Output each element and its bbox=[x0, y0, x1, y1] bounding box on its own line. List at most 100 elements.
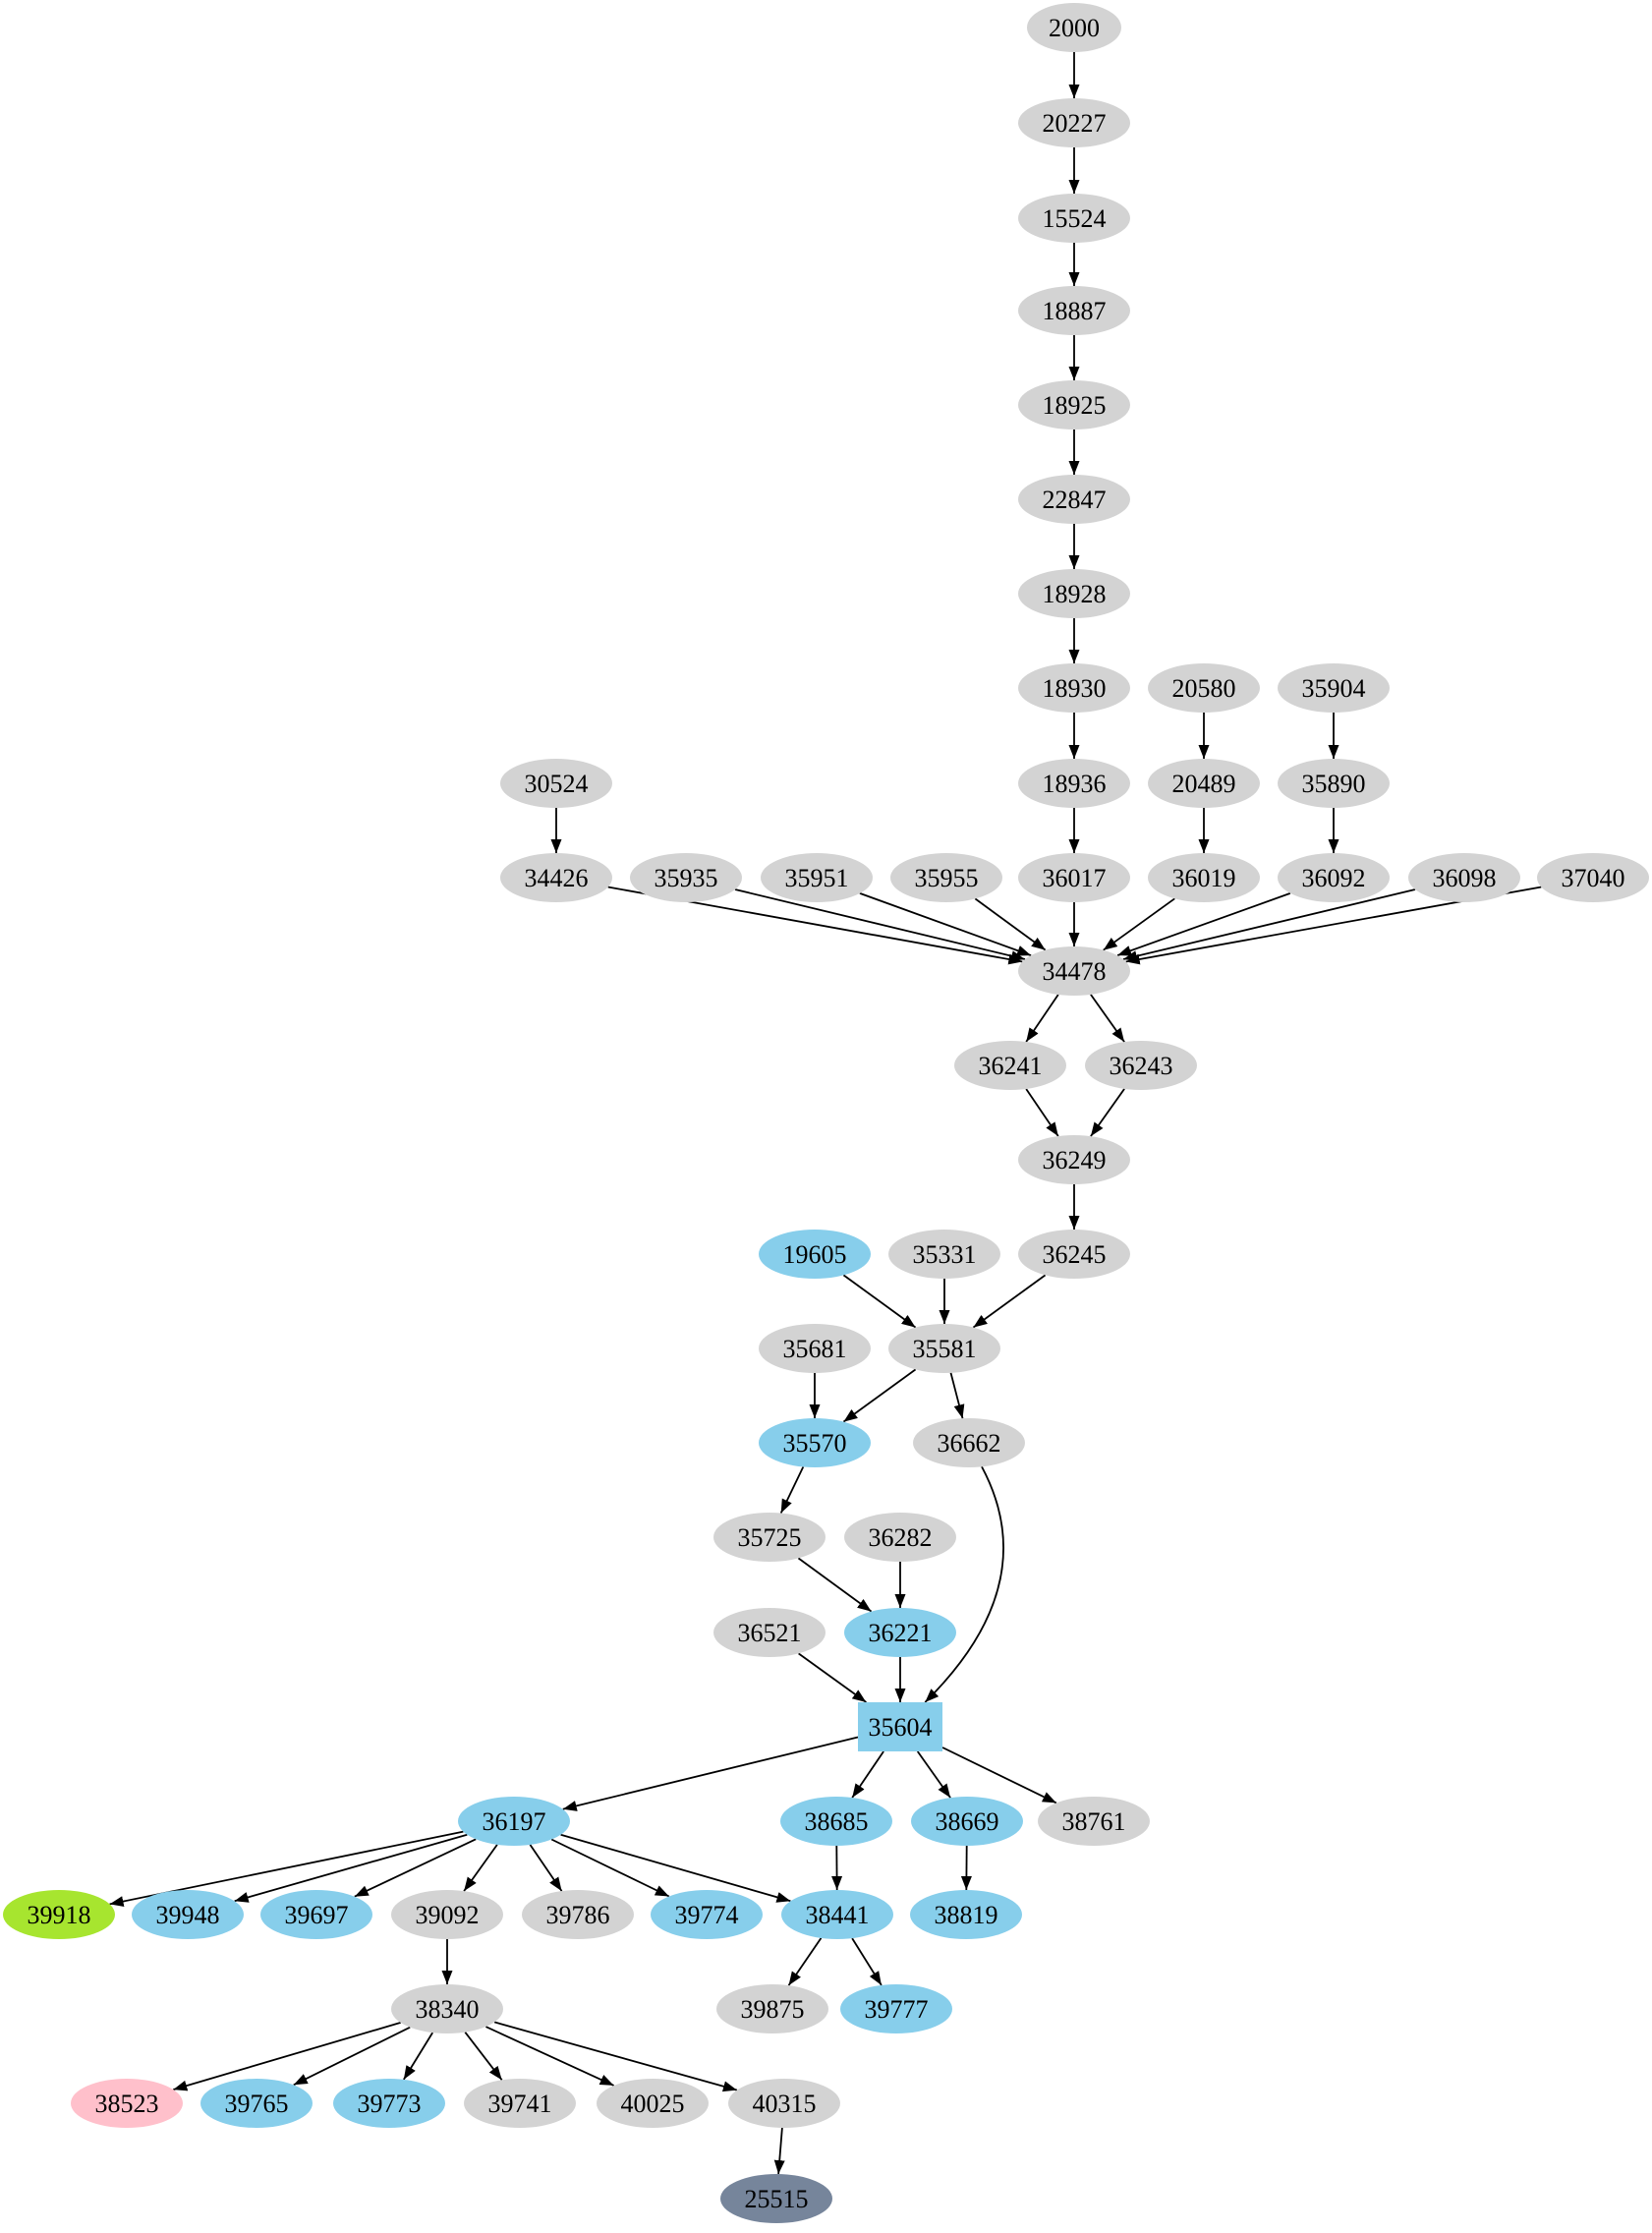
node-36521: 36521 bbox=[713, 1608, 826, 1657]
node-40315: 40315 bbox=[728, 2079, 840, 2128]
edge-36197-39697 bbox=[355, 1839, 476, 1896]
node-39765: 39765 bbox=[200, 2079, 313, 2128]
edge-36245-35581 bbox=[973, 1275, 1045, 1327]
node-label-2000: 2000 bbox=[1049, 14, 1100, 42]
edge-36092-34478 bbox=[1117, 893, 1290, 955]
node-39092: 39092 bbox=[391, 1890, 503, 1939]
edge-36197-39774 bbox=[551, 1840, 669, 1897]
node-36019: 36019 bbox=[1148, 853, 1260, 902]
node-35951: 35951 bbox=[761, 853, 873, 902]
node-label-36197: 36197 bbox=[483, 1807, 546, 1836]
node-36243: 36243 bbox=[1085, 1041, 1197, 1090]
edge-35604-36197 bbox=[563, 1738, 858, 1809]
node-label-38761: 38761 bbox=[1062, 1807, 1126, 1836]
edge-38340-38523 bbox=[173, 2023, 400, 2090]
edge-35581-35570 bbox=[843, 1369, 915, 1421]
node-19605: 19605 bbox=[759, 1230, 871, 1279]
node-label-35904: 35904 bbox=[1302, 674, 1366, 703]
node-18936: 18936 bbox=[1018, 759, 1130, 808]
node-35725: 35725 bbox=[713, 1513, 826, 1562]
node-label-36662: 36662 bbox=[938, 1429, 1001, 1458]
node-label-18930: 18930 bbox=[1043, 674, 1107, 703]
node-35935: 35935 bbox=[630, 853, 742, 902]
edge-35581-36662 bbox=[951, 1373, 963, 1418]
node-18928: 18928 bbox=[1018, 569, 1130, 618]
node-36662: 36662 bbox=[913, 1418, 1025, 1467]
edge-38340-39741 bbox=[465, 2033, 501, 2081]
node-39777: 39777 bbox=[840, 1984, 952, 2033]
node-20580: 20580 bbox=[1148, 663, 1260, 713]
node-30524: 30524 bbox=[500, 759, 612, 808]
node-25515: 25515 bbox=[720, 2174, 832, 2223]
node-18930: 18930 bbox=[1018, 663, 1130, 713]
node-label-40315: 40315 bbox=[753, 2090, 817, 2118]
edge-36521-35604 bbox=[799, 1653, 867, 1702]
edge-36197-39092 bbox=[464, 1845, 497, 1891]
edge-38340-40025 bbox=[485, 2027, 613, 2086]
node-36221: 36221 bbox=[844, 1608, 956, 1657]
edge-36019-34478 bbox=[1104, 898, 1175, 949]
node-label-36249: 36249 bbox=[1043, 1146, 1107, 1174]
node-label-35570: 35570 bbox=[783, 1429, 847, 1458]
node-label-36282: 36282 bbox=[869, 1523, 933, 1552]
node-35904: 35904 bbox=[1278, 663, 1390, 713]
edge-38340-39765 bbox=[294, 2028, 410, 2086]
edge-35604-38685 bbox=[852, 1751, 883, 1798]
node-36241: 36241 bbox=[954, 1041, 1066, 1090]
node-label-36017: 36017 bbox=[1043, 864, 1107, 892]
node-34478: 34478 bbox=[1018, 946, 1130, 996]
node-label-38669: 38669 bbox=[936, 1807, 999, 1836]
node-label-38340: 38340 bbox=[416, 1995, 480, 2024]
node-label-20580: 20580 bbox=[1172, 674, 1236, 703]
edge-35604-38669 bbox=[918, 1751, 950, 1798]
node-label-35890: 35890 bbox=[1302, 770, 1366, 798]
node-40025: 40025 bbox=[597, 2079, 709, 2128]
edge-40315-25515 bbox=[778, 2128, 782, 2174]
node-39774: 39774 bbox=[651, 1890, 763, 1939]
node-22847: 22847 bbox=[1018, 475, 1130, 524]
node-label-39786: 39786 bbox=[546, 1901, 610, 1929]
edge-36243-36249 bbox=[1091, 1089, 1124, 1136]
node-label-38819: 38819 bbox=[935, 1901, 998, 1929]
node-label-19605: 19605 bbox=[783, 1240, 847, 1269]
node-label-35604: 35604 bbox=[869, 1713, 933, 1742]
node-38523: 38523 bbox=[71, 2079, 183, 2128]
node-label-36019: 36019 bbox=[1172, 864, 1236, 892]
node-label-39697: 39697 bbox=[285, 1901, 349, 1929]
node-label-36521: 36521 bbox=[738, 1619, 802, 1647]
node-35955: 35955 bbox=[890, 853, 1002, 902]
node-label-20227: 20227 bbox=[1043, 109, 1107, 138]
edge-19605-35581 bbox=[843, 1275, 915, 1327]
node-label-36221: 36221 bbox=[869, 1619, 933, 1647]
node-label-18925: 18925 bbox=[1043, 391, 1107, 420]
node-label-34478: 34478 bbox=[1043, 957, 1107, 986]
edges-layer bbox=[110, 52, 1542, 2174]
edge-36197-39786 bbox=[530, 1845, 561, 1891]
node-label-36243: 36243 bbox=[1110, 1052, 1173, 1080]
node-36017: 36017 bbox=[1018, 853, 1130, 902]
nodes-layer: 2000 20227 15524 18887 18925 22847 18928 18930 2… bbox=[3, 3, 1649, 2223]
node-label-30524: 30524 bbox=[525, 770, 589, 798]
node-label-35331: 35331 bbox=[913, 1240, 977, 1269]
node-label-36098: 36098 bbox=[1433, 864, 1497, 892]
node-38761: 38761 bbox=[1038, 1797, 1150, 1846]
node-37040: 37040 bbox=[1537, 853, 1649, 902]
node-35681: 35681 bbox=[759, 1324, 871, 1373]
node-36197: 36197 bbox=[458, 1797, 570, 1846]
edge-34478-36243 bbox=[1091, 995, 1124, 1042]
edge-38441-39777 bbox=[852, 1938, 882, 1985]
edge-36241-36249 bbox=[1026, 1089, 1058, 1136]
node-35604: 35604 bbox=[858, 1702, 942, 1751]
node-15524: 15524 bbox=[1018, 194, 1130, 243]
node-39741: 39741 bbox=[464, 2079, 576, 2128]
node-35570: 35570 bbox=[759, 1418, 871, 1467]
node-label-38523: 38523 bbox=[95, 2090, 159, 2118]
node-label-38441: 38441 bbox=[806, 1901, 870, 1929]
edge-35725-36221 bbox=[798, 1558, 871, 1611]
node-label-39918: 39918 bbox=[28, 1901, 91, 1929]
node-label-35581: 35581 bbox=[913, 1335, 977, 1363]
node-39697: 39697 bbox=[260, 1890, 372, 1939]
node-label-18887: 18887 bbox=[1043, 297, 1107, 325]
node-38685: 38685 bbox=[780, 1797, 892, 1846]
